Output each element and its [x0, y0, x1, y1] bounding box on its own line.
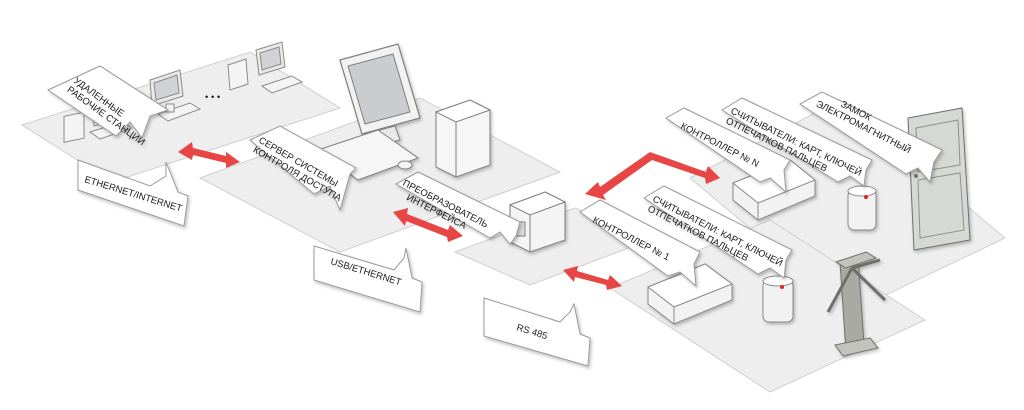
- door: [907, 107, 971, 251]
- turnstile: [826, 251, 887, 357]
- arrow-server-converter: [393, 208, 463, 242]
- callout-usb: USB/ETHERNET: [313, 245, 423, 313]
- mouse: [397, 160, 413, 170]
- reader-n-led: [864, 195, 868, 199]
- arrow-workstations-server: [178, 142, 240, 168]
- reader-n: [847, 185, 877, 231]
- workstation-3: [227, 41, 304, 94]
- callout-rs485: RS 485: [483, 297, 591, 367]
- callout-converter: ПРЕОБРАЗОВАТЕЛЬ ИНТЕРФЕЙСА: [394, 171, 521, 245]
- reader-1: [762, 275, 794, 323]
- connection-arrows: [178, 142, 720, 290]
- arrow-converter-controllern: [585, 152, 720, 200]
- reader-1-led: [780, 285, 784, 289]
- more-dots: • • •: [205, 92, 220, 103]
- controller-1-device: [647, 263, 734, 325]
- callout-ethernet: ETHERNET/INTERNET: [77, 159, 189, 227]
- workstation-2: [149, 69, 202, 122]
- server-computer: [316, 43, 492, 181]
- interface-converter-device: [508, 191, 567, 253]
- arrow-converter-controller1: [563, 266, 622, 290]
